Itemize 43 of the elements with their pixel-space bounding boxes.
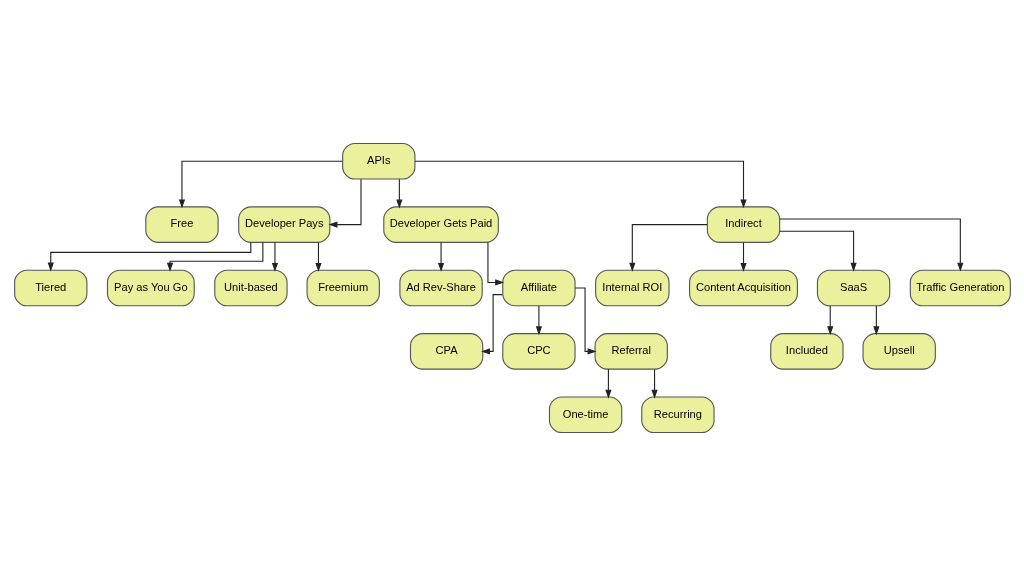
arrow <box>628 224 708 272</box>
node-box: CPC <box>501 333 576 370</box>
node-box: Affiliate <box>501 269 576 307</box>
node-box: Upsell <box>862 333 936 370</box>
arrow <box>739 242 747 272</box>
arrow <box>826 305 833 336</box>
arrow <box>47 242 251 272</box>
arrow <box>778 230 857 272</box>
node-box: Tiered <box>13 269 87 307</box>
node-box: APIs <box>341 142 415 180</box>
node-box: Content Acquisition <box>688 269 798 307</box>
arrow <box>395 178 402 209</box>
node-box: Indirect <box>706 206 780 243</box>
node-box: Developer Pays <box>237 206 330 243</box>
node-box: Referral <box>594 333 668 370</box>
node-box: Included <box>769 333 844 370</box>
node-box: Ad Rev-Share <box>398 269 483 307</box>
arrow <box>437 242 444 272</box>
node-box: Unit-based <box>213 269 288 307</box>
arrow <box>178 160 343 209</box>
arrow <box>328 178 362 228</box>
node-box: Free <box>144 206 219 243</box>
node-box: SaaS <box>816 269 890 307</box>
arrow <box>872 305 879 336</box>
node-box: One-time <box>548 396 622 434</box>
node-box: CPA <box>409 333 483 370</box>
arrow <box>604 368 612 399</box>
node-box: Traffic Generation <box>909 269 1011 307</box>
arrow <box>486 242 504 286</box>
arrow <box>414 160 747 209</box>
node-box: Internal ROI <box>594 269 670 307</box>
arrow <box>166 241 263 272</box>
node-box: Recurring <box>640 396 715 434</box>
arrow <box>480 294 503 355</box>
node-box: Pay as You Go <box>106 269 195 307</box>
node-box: Developer Gets Paid <box>382 206 499 243</box>
arrow <box>778 218 963 272</box>
arrow <box>271 242 278 272</box>
node-box: Freemium <box>306 269 380 307</box>
arrow <box>574 287 596 355</box>
arrow <box>535 305 542 336</box>
arrow <box>314 242 322 272</box>
arrow <box>650 368 658 399</box>
